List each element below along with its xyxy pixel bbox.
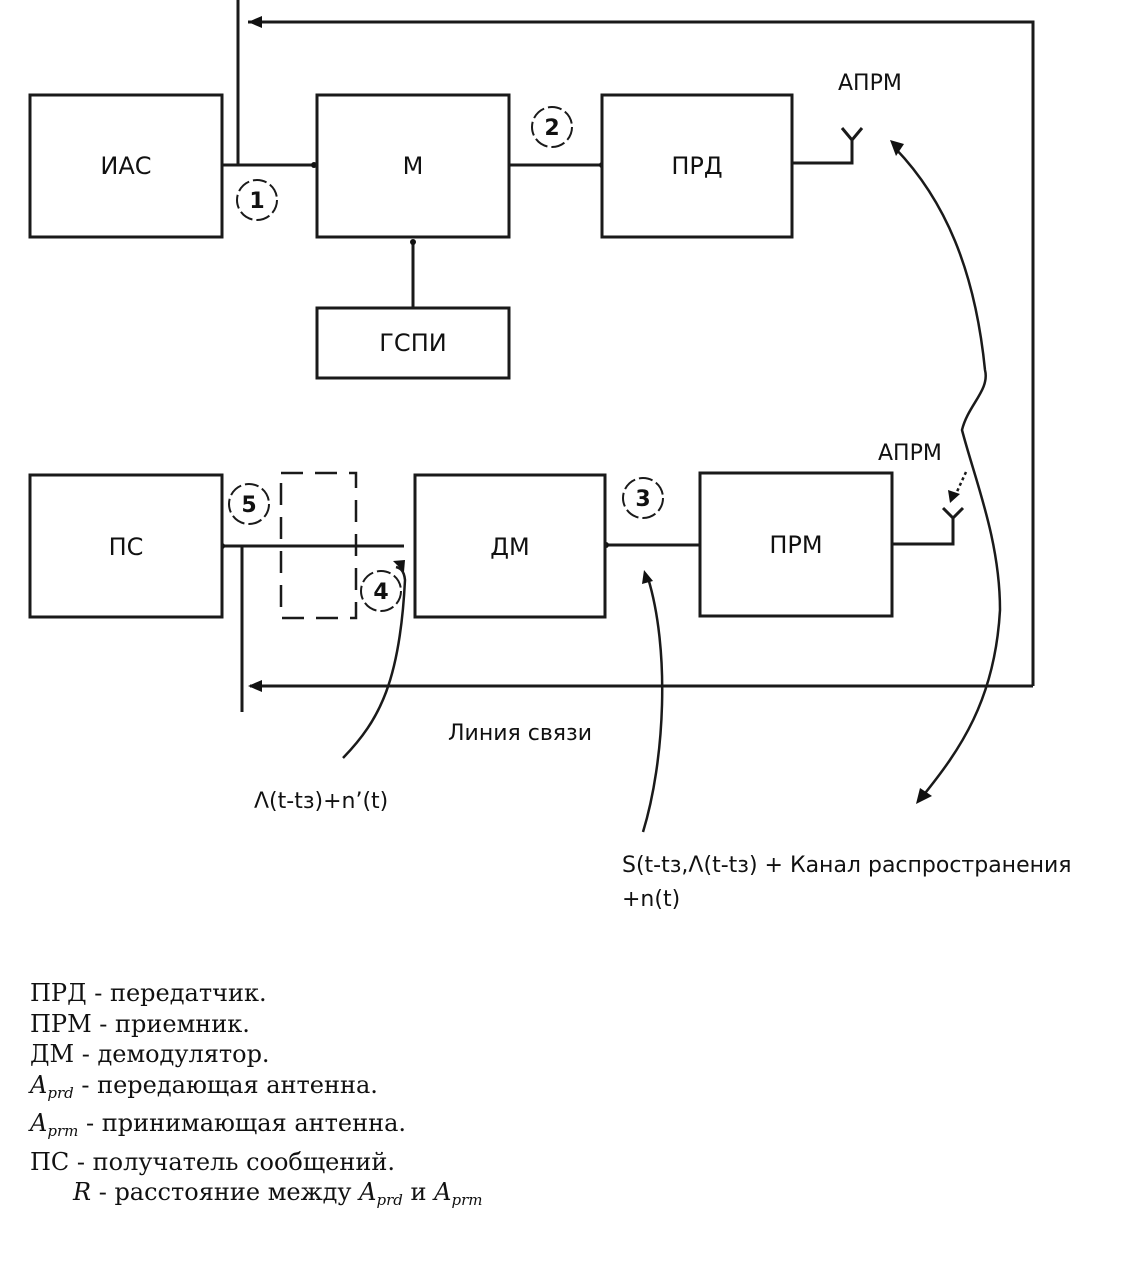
signal-label-line1: S(t-tз,Λ(t-tз) + Канал распространения: [622, 853, 1072, 878]
block-dashed-switch: [279, 471, 358, 620]
lambda-curve: [342, 560, 407, 759]
block-transmitter: [600, 93, 794, 239]
legend-item: Aprd - передающая антенна.: [30, 1070, 483, 1109]
legend-symbol: ПРМ: [30, 1009, 92, 1038]
legend-text: - передающая антенна.: [73, 1070, 378, 1099]
legend-symbol: ПРД: [30, 979, 87, 1007]
block-ias: [28, 93, 224, 239]
block-transmitter-label: ПРД: [671, 152, 722, 180]
block-modulator-label: М: [403, 152, 424, 180]
legend-item: ДМ - демодулятор.: [30, 1039, 483, 1070]
legend-text: - приемник.: [91, 1009, 250, 1038]
block-demodulator-label: ДМ: [490, 533, 529, 561]
point-4-label: 4: [373, 580, 388, 605]
point-3: 3: [622, 477, 664, 519]
comm-line-loop: [236, 0, 1035, 712]
legend-symbol: A: [30, 1070, 48, 1099]
legend: ПРД - передатчик. ПРМ - приемник. ДМ - д…: [30, 978, 483, 1216]
block-modulator: [315, 93, 511, 239]
propagation-curve: [890, 140, 1002, 804]
block-pulse-generator: [315, 306, 511, 380]
block-receiver: [698, 471, 894, 618]
legend-symbol: ДМ: [30, 1040, 75, 1068]
legend-text: - принимающая антенна.: [78, 1109, 407, 1137]
lambda-noise-label: Λ(t-tз)+n’(t): [254, 789, 388, 814]
antenna-symbol-prm-subscript: prm: [451, 1191, 483, 1209]
block-demodulator: [413, 473, 607, 619]
block-receiver-label: ПРМ: [769, 531, 822, 559]
lambda-arrow-icon: [393, 560, 405, 572]
legend-item-distance: R - расстояние между Aprd и Aprm: [30, 1177, 483, 1216]
legend-conjunction: и: [402, 1178, 435, 1206]
point-1: 1: [236, 179, 278, 221]
antenna-symbol-prm: A: [434, 1178, 452, 1206]
signal-arrow-icon: [642, 570, 653, 584]
receive-arrow-icon: [948, 490, 960, 503]
antenna-symbol-prd-subscript: prd: [376, 1191, 403, 1209]
propagation-arrow-top-icon: [890, 140, 904, 156]
point-5: 5: [228, 483, 270, 525]
antenna-transmit-label: АПРМ: [838, 71, 902, 96]
legend-item: ПРМ - приемник.: [30, 1009, 483, 1040]
legend-symbol: ПС: [30, 1147, 70, 1176]
point-5-label: 5: [241, 493, 256, 518]
comm-line-label: Линия связи: [448, 721, 592, 746]
propagation-arrow-bottom-icon: [916, 788, 932, 804]
legend-item: ПС - получатель сообщений.: [30, 1147, 483, 1178]
legend-item: ПРД - передатчик.: [30, 978, 483, 1009]
legend-symbol: R: [73, 1178, 92, 1206]
block-pulse-generator-label: ГСПИ: [379, 329, 446, 357]
antenna-receive-label: АПРМ: [878, 441, 942, 466]
point-3-label: 3: [635, 487, 650, 512]
point-2-label: 2: [544, 116, 559, 141]
legend-item: Aprm - принимающая антенна.: [30, 1108, 483, 1147]
legend-text: - демодулятор.: [74, 1040, 270, 1068]
receive-arrow: [948, 471, 968, 503]
legend-symbol-subscript: prm: [47, 1122, 79, 1140]
legend-text: - получатель сообщений.: [69, 1147, 395, 1176]
legend-text: - передатчик.: [86, 979, 267, 1007]
signal-label-line2: +n(t): [622, 887, 680, 912]
point-1-label: 1: [249, 189, 264, 214]
point-4: 4: [360, 570, 402, 612]
block-ias-label: ИАС: [100, 152, 151, 180]
block-receiver-end: [28, 473, 224, 619]
legend-symbol-subscript: prd: [47, 1083, 74, 1102]
signal-curve: [641, 570, 664, 833]
legend-text: - расстояние между: [91, 1178, 360, 1206]
block-diagram: ИАС М ПРД ГСПИ ПС ДМ ПРМ АПРМ АПРМ 1 2 3…: [28, 0, 1072, 912]
point-2: 2: [531, 106, 573, 148]
block-receiver-end-label: ПС: [109, 533, 144, 561]
legend-symbol: A: [30, 1109, 48, 1137]
antenna-symbol-prd: A: [359, 1178, 377, 1206]
